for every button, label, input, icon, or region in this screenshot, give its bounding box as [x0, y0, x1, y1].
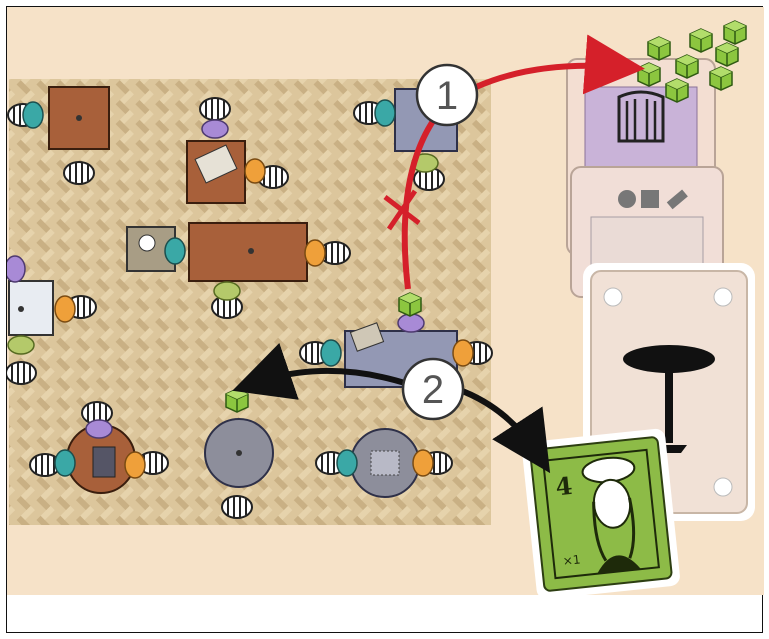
chair-icon: [7, 362, 36, 384]
cube-icon: [638, 63, 660, 86]
chair-icon: [222, 496, 252, 518]
cube-icon: [399, 293, 421, 316]
cube-icon: [676, 55, 698, 78]
table-icon: [351, 429, 419, 497]
chair-icon: [64, 162, 94, 184]
reward-card-value: 4: [554, 471, 574, 502]
step-marker-1-label: 1: [436, 74, 458, 118]
reward-card: 4 ×1: [521, 428, 681, 600]
table-icon: [9, 281, 53, 335]
table-icon: [49, 87, 109, 149]
cube-icon: [710, 67, 732, 90]
cube-icon: [724, 21, 746, 44]
table-icon: [187, 141, 245, 203]
cube-icon: [666, 79, 688, 102]
cube-icon: [226, 389, 248, 412]
cube-icon: [648, 37, 670, 60]
game-scene: 4 ×1 1 2: [7, 7, 764, 634]
reward-card-multiplier: ×1: [562, 552, 581, 568]
table-icon: [205, 419, 273, 487]
cube-icon: [690, 29, 712, 52]
cube-icon: [716, 43, 738, 66]
chair-icon: [200, 98, 230, 120]
illustration-frame: 4 ×1 1 2: [6, 6, 763, 633]
step-marker-1: 1: [417, 65, 477, 125]
table-icon: [189, 223, 307, 281]
step-marker-2: 2: [403, 359, 463, 419]
step-marker-2-label: 2: [422, 368, 444, 412]
